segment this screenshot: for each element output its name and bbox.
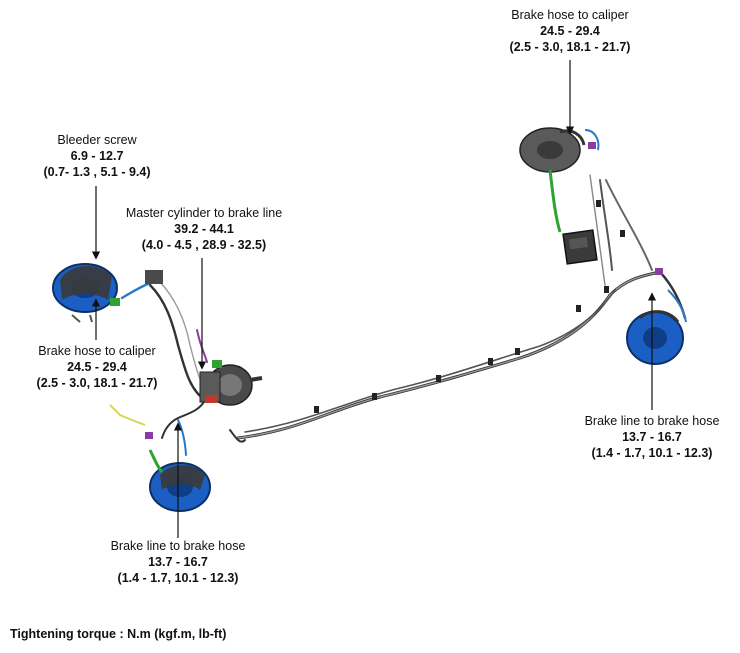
torque-kgf-lbft: (2.5 - 3.0, 18.1 - 21.7): [36, 376, 158, 390]
callout-label: Brake line to brake hose: [584, 414, 720, 428]
front-right-brake-disc: [109, 404, 211, 512]
callout-label: Brake hose to caliper: [38, 344, 156, 358]
abs-module: [562, 229, 598, 265]
callout-label: Brake hose to caliper: [511, 8, 629, 22]
callout-label: Master cylinder to brake line: [125, 206, 283, 220]
callout-hose-caliper-front: Brake hose to caliper 24.5 - 29.4 (2.5 -…: [37, 343, 158, 391]
torque-nm: 6.9 - 12.7: [70, 149, 124, 163]
torque-kgf-lbft: (1.4 - 1.7, 10.1 - 12.3): [591, 446, 713, 460]
callout-master-cylinder: Master cylinder to brake line 39.2 - 44.…: [126, 205, 282, 253]
front-left-brake-disc: [52, 263, 120, 323]
torque-kgf-lbft: (1.4 - 1.7, 10.1 - 12.3): [117, 571, 239, 585]
callout-label: Brake line to brake hose: [110, 539, 246, 553]
line-clips: [314, 200, 625, 413]
callout-bleeder-screw: Bleeder screw 6.9 - 12.7 (0.7- 1.3 , 5.1…: [44, 132, 151, 180]
torque-kgf-lbft: (0.7- 1.3 , 5.1 - 9.4): [43, 165, 151, 179]
tightening-torque-legend: Tightening torque : N.m (kgf.m, lb-ft): [10, 627, 227, 641]
callout-line-hose-rear: Brake line to brake hose 13.7 - 16.7 (1.…: [585, 413, 720, 461]
torque-kgf-lbft: (2.5 - 3.0, 18.1 - 21.7): [509, 40, 631, 54]
callout-label: Bleeder screw: [57, 133, 137, 147]
callout-hose-caliper-rear: Brake hose to caliper 24.5 - 29.4 (2.5 -…: [510, 7, 631, 55]
rear-right-brake-disc: [626, 268, 687, 365]
master-cylinder-assembly: [145, 270, 263, 406]
torque-kgf-lbft: (4.0 - 4.5 , 28.9 - 32.5): [141, 238, 267, 252]
torque-nm: 39.2 - 44.1: [174, 222, 234, 236]
torque-nm: 24.5 - 29.4: [67, 360, 127, 374]
callout-line-hose-front: Brake line to brake hose 13.7 - 16.7 (1.…: [111, 538, 246, 586]
rear-upper-brake-disc: [519, 127, 600, 233]
torque-nm: 24.5 - 29.4: [540, 24, 600, 38]
torque-nm: 13.7 - 16.7: [148, 555, 208, 569]
torque-nm: 13.7 - 16.7: [622, 430, 682, 444]
callout-leaders: [91, 60, 657, 538]
